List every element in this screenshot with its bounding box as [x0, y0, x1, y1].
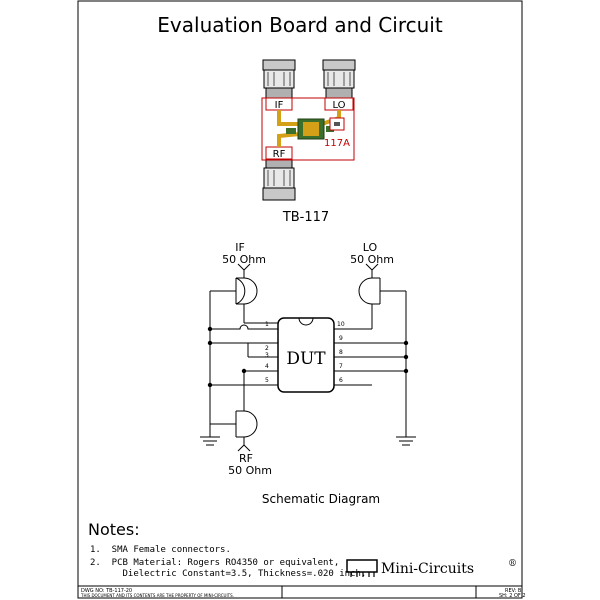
- page-title: Evaluation Board and Circuit: [157, 13, 443, 37]
- dut-label: DUT: [286, 349, 326, 369]
- board-if-label: IF: [275, 100, 284, 111]
- note-item: Dielectric Constant=3.5, Thickness=.020 …: [90, 569, 366, 579]
- board-part-label: 117A: [324, 138, 350, 149]
- pin-number: 8: [339, 349, 343, 356]
- board-lo-label: LO: [332, 100, 345, 111]
- sma-connector-lo: [322, 59, 356, 99]
- proprietary-notice: THIS DOCUMENT AND ITS CONTENTS ARE THE P…: [80, 593, 234, 598]
- schematic-rf-impedance: 50 Ohm: [228, 464, 272, 477]
- schematic: [200, 263, 416, 452]
- board-outline: [261, 97, 355, 161]
- sheet-number: SH: 2 OF 2: [499, 593, 526, 599]
- pin-number: 3: [265, 352, 269, 359]
- sma-connector-rf: [262, 157, 296, 201]
- board-rf-label: RF: [273, 149, 286, 160]
- logo-text: Mini-Circuits: [381, 561, 474, 577]
- dut-package: [277, 317, 335, 393]
- junction-dots: [207, 326, 409, 388]
- pin-number: 9: [339, 335, 343, 342]
- pin-number: 10: [337, 321, 345, 328]
- evaluation-board-image: IF LO RF 117A: [261, 59, 356, 201]
- revision: REV: B: [505, 588, 522, 594]
- if-port-symbol: [210, 263, 258, 323]
- title-block: DWG NO: TB-117-20 THIS DOCUMENT AND ITS …: [78, 585, 526, 599]
- drawing-number: DWG NO: TB-117-20: [81, 588, 132, 594]
- schematic-if-label: IF: [235, 241, 245, 254]
- note-item: 2. PCB Material: Rogers RO4350 or equiva…: [90, 558, 339, 568]
- rf-port-symbol: [210, 385, 258, 452]
- pcb-traces: [277, 110, 345, 147]
- sma-connector-if: [262, 59, 296, 99]
- pin-number: 4: [265, 363, 269, 370]
- pin-number: 5: [265, 377, 269, 384]
- lo-port-symbol: [358, 263, 406, 323]
- sheet-border: [77, 0, 523, 599]
- schematic-caption: Schematic Diagram: [262, 492, 380, 506]
- schematic-lo-label: LO: [363, 241, 378, 254]
- schematic-if-impedance: 50 Ohm: [222, 253, 266, 266]
- schematic-lo-impedance: 50 Ohm: [350, 253, 394, 266]
- pin-number: 6: [339, 377, 343, 384]
- mini-circuits-logo: Mini-Circuits ®: [346, 559, 517, 577]
- pin-number: 1: [265, 321, 269, 328]
- board-name: TB-117: [282, 210, 329, 225]
- pin-number: 2: [265, 345, 269, 352]
- notes-heading: Notes:: [88, 520, 140, 539]
- note-item: 1. SMA Female connectors.: [90, 545, 231, 555]
- schematic-rf-label: RF: [239, 452, 253, 465]
- logo-registered-mark: ®: [508, 559, 517, 569]
- pin-number: 7: [339, 363, 343, 370]
